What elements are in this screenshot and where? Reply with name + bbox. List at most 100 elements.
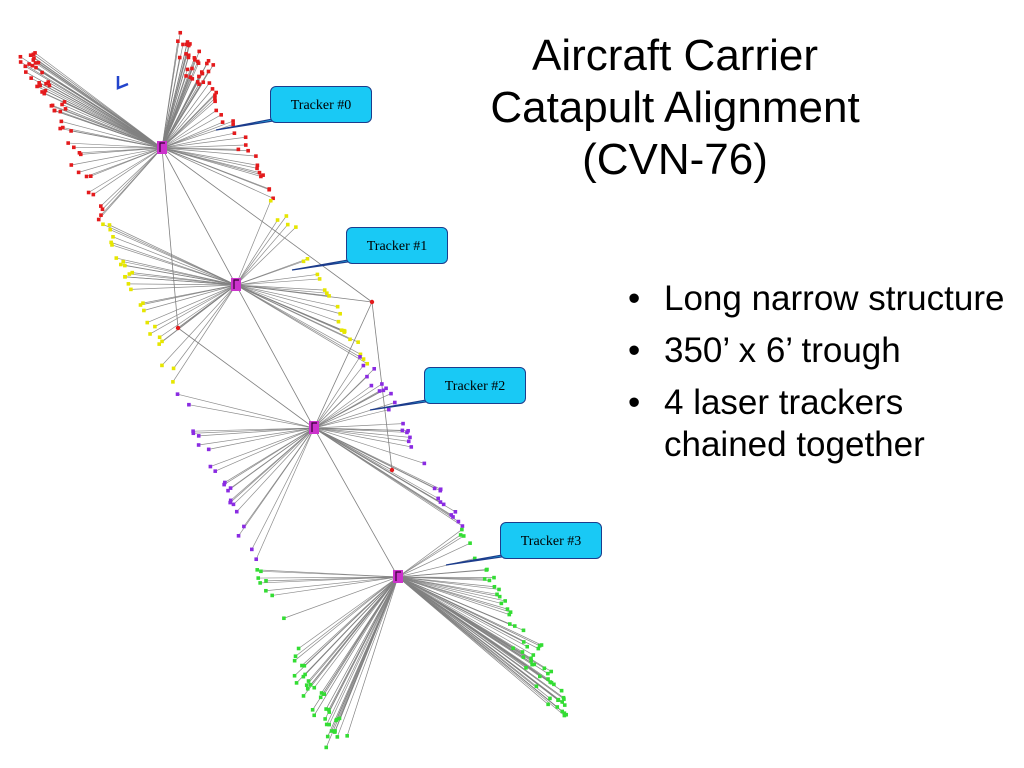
sight-line — [161, 41, 188, 149]
target-point — [345, 734, 349, 738]
sight-line — [161, 147, 274, 199]
sight-line — [71, 147, 163, 166]
sight-line — [112, 236, 237, 286]
target-point — [268, 198, 273, 203]
target-point — [305, 257, 310, 261]
target-point — [107, 223, 112, 227]
target-point — [275, 218, 280, 222]
target-point — [191, 431, 196, 436]
target-point — [312, 713, 317, 718]
target-point — [61, 125, 65, 130]
tracker-0-callout: Tracker #0 — [270, 86, 372, 123]
target-point — [255, 163, 260, 168]
bullet-text: 4 laser trackers chained together — [664, 383, 925, 464]
target-point — [58, 126, 63, 131]
bullet-item: • 4 laser trackers chained together — [620, 382, 1015, 466]
target-point — [228, 498, 233, 503]
target-point — [520, 650, 525, 654]
sight-line — [321, 576, 399, 694]
sight-line — [33, 54, 163, 149]
sight-line — [230, 427, 315, 489]
target-point — [178, 30, 183, 35]
sight-line — [294, 576, 399, 661]
target-point — [42, 91, 47, 96]
sight-line — [397, 576, 552, 683]
sight-line — [132, 272, 237, 286]
sight-line — [397, 576, 559, 700]
target-point — [184, 74, 188, 78]
target-point — [175, 392, 180, 396]
target-point — [36, 60, 41, 65]
target-point — [432, 486, 437, 491]
network-tie-line — [177, 327, 315, 429]
sight-line — [295, 576, 399, 657]
sight-line — [235, 215, 287, 286]
target-point — [213, 93, 217, 98]
target-point — [29, 76, 33, 80]
target-point — [33, 61, 38, 65]
tracker-1-callout: Tracker #1 — [346, 227, 448, 264]
target-point — [27, 62, 31, 66]
tracker-axis-icon — [311, 422, 317, 432]
target-point — [123, 263, 127, 268]
sight-line — [313, 427, 456, 513]
sight-line — [109, 224, 237, 286]
tracker-2-callout: Tracker #2 — [424, 367, 526, 404]
target-point — [40, 90, 44, 94]
sight-line — [397, 576, 498, 595]
network-tie-line — [235, 284, 315, 429]
target-point — [327, 722, 331, 727]
target-point — [193, 58, 197, 62]
target-point — [300, 663, 304, 668]
target-point — [487, 578, 492, 583]
target-point — [60, 102, 64, 107]
target-point — [334, 718, 338, 723]
target-point — [372, 366, 377, 371]
tracker-axis-icon — [395, 571, 401, 581]
target-point — [548, 696, 552, 701]
target-point — [327, 710, 332, 714]
sight-line — [208, 427, 315, 450]
tracker-axis-icon — [233, 279, 239, 289]
target-point — [293, 654, 298, 659]
sight-line — [116, 257, 237, 286]
target-point — [145, 320, 150, 325]
target-point — [121, 259, 126, 264]
target-point — [43, 88, 48, 93]
target-point — [301, 674, 306, 679]
target-point — [114, 256, 119, 260]
target-point — [301, 259, 306, 264]
target-point — [69, 163, 74, 167]
sight-line — [313, 427, 463, 527]
target-point — [231, 119, 235, 123]
target-point — [436, 496, 440, 501]
target-point — [228, 500, 232, 505]
tracker-station-icon — [231, 278, 241, 291]
target-point — [246, 148, 250, 153]
sight-line — [51, 105, 163, 149]
sight-line — [397, 576, 567, 715]
target-point — [196, 434, 201, 438]
target-point — [160, 363, 164, 368]
target-point — [184, 42, 189, 47]
target-point — [562, 703, 567, 707]
target-point — [365, 361, 370, 366]
target-point — [190, 77, 195, 81]
tracker-station-icon — [309, 421, 319, 434]
target-point — [255, 568, 260, 572]
sight-line — [313, 376, 368, 429]
target-point — [387, 407, 391, 412]
sight-line — [313, 427, 411, 438]
target-point — [292, 658, 297, 663]
sight-line — [235, 224, 289, 286]
sight-line — [161, 41, 179, 149]
target-point — [507, 612, 512, 617]
target-point — [243, 135, 248, 140]
target-point — [47, 83, 52, 88]
network-tie-line — [371, 301, 393, 471]
target-point — [451, 515, 455, 519]
sight-line — [397, 576, 485, 580]
slide-title: Aircraft Carrier Catapult Alignment (CVN… — [420, 30, 930, 186]
target-point — [492, 584, 497, 589]
target-point — [62, 100, 67, 104]
